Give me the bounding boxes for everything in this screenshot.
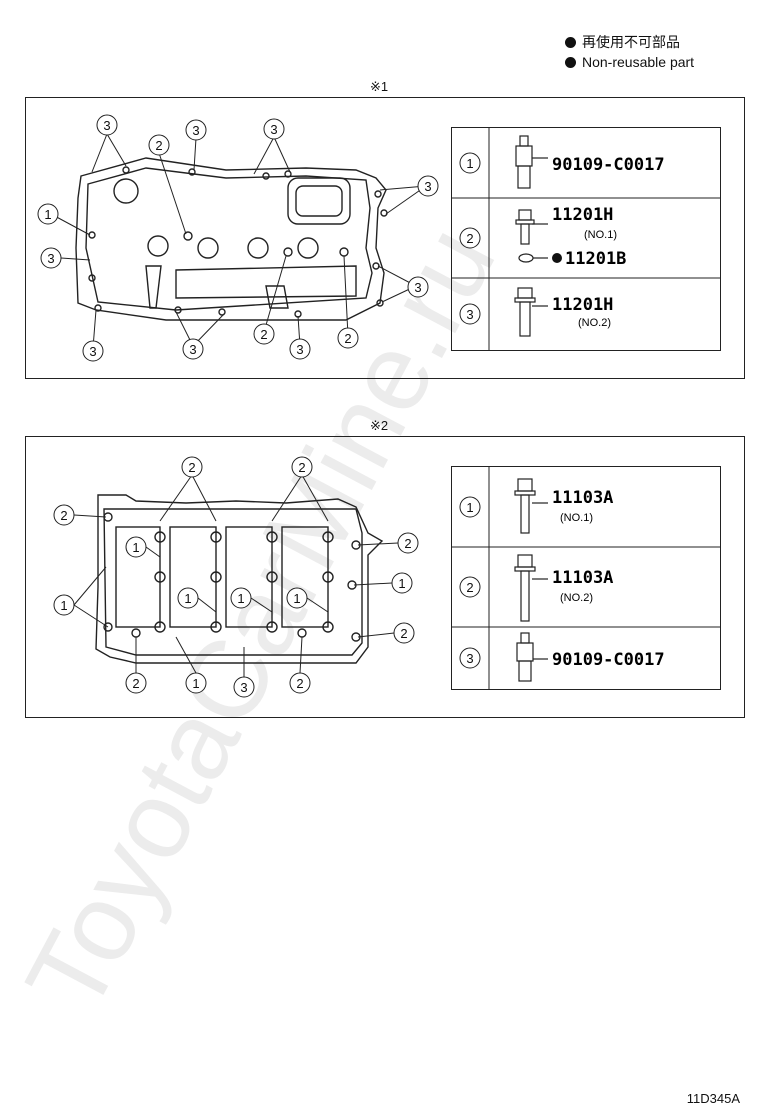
callout-1: 1: [230, 587, 252, 609]
row-2-part: 11201H: [552, 205, 613, 225]
row-2-no: 2: [466, 231, 473, 246]
svg-text:2: 2: [298, 460, 305, 475]
row-2-extra: 11201B: [565, 249, 626, 269]
row-2-sub: (NO.2): [560, 592, 593, 604]
callout-3: 3: [96, 114, 118, 136]
svg-text:3: 3: [270, 122, 277, 137]
callout-1: 1: [37, 203, 59, 225]
callout-3: 3: [233, 676, 255, 698]
svg-text:2: 2: [260, 327, 267, 342]
svg-text:3: 3: [189, 342, 196, 357]
legend-en: Non-reusable part: [582, 54, 695, 70]
svg-text:2: 2: [132, 676, 139, 691]
callout-2: 2: [148, 134, 170, 156]
svg-text:3: 3: [240, 680, 247, 695]
callout-2: 2: [289, 672, 311, 694]
svg-text:1: 1: [192, 676, 199, 691]
callout-2: 2: [53, 504, 75, 526]
row-3-sub: (NO.2): [578, 317, 611, 329]
callout-2: 2: [291, 456, 313, 478]
svg-text:3: 3: [424, 179, 431, 194]
row-2-no: 2: [466, 580, 473, 595]
svg-text:1: 1: [398, 576, 405, 591]
row-1-part: 11103A: [552, 488, 613, 508]
callout-1: 1: [53, 594, 75, 616]
svg-text:3: 3: [414, 280, 421, 295]
row-3-part: 90109-C0017: [552, 650, 665, 670]
callout-3: 3: [185, 119, 207, 141]
callout-3: 3: [417, 175, 439, 197]
callout-2: 2: [393, 622, 415, 644]
panel-cylinder-head-cover: 3 2 3 3 3 1 3 3 3 3 3 2 2 1 2: [25, 97, 745, 379]
parts-table-2: 1 2 3 11103A (NO.1) 11103: [451, 466, 721, 690]
svg-text:2: 2: [404, 536, 411, 551]
svg-text:1: 1: [237, 591, 244, 606]
callout-3: 3: [182, 338, 204, 360]
row-2-sub: (NO.1): [584, 229, 617, 241]
stud-bolt-icon: [516, 632, 548, 682]
head-bolt-long-icon: [514, 554, 548, 622]
row-3-no: 3: [466, 651, 473, 666]
non-reusable-dot-icon: [565, 36, 576, 48]
svg-text:3: 3: [296, 342, 303, 357]
non-reusable-dot-icon: [565, 56, 576, 68]
callout-1: 1: [125, 536, 147, 558]
svg-text:1: 1: [44, 207, 51, 222]
non-reusable-dot-icon: [552, 253, 562, 263]
svg-text:2: 2: [155, 138, 162, 153]
callout-2: 2: [181, 456, 203, 478]
svg-text:1: 1: [132, 540, 139, 555]
callout-1: 1: [177, 587, 199, 609]
cylinder-head-drawing: 2 2 2 1 1 1 1 1 2 1 2 2 1 3 2: [53, 456, 419, 698]
cylinder-head-cover-drawing: 3 2 3 3 3 1 3 3 3 3 3 2 2: [37, 114, 439, 362]
flange-bolt-icon: [515, 209, 548, 263]
callout-3: 3: [40, 247, 62, 269]
callout-2: 2: [397, 532, 419, 554]
row-3-no: 3: [466, 307, 473, 322]
row-1-no: 1: [466, 500, 473, 515]
row-1-part: 90109-C0017: [552, 155, 665, 175]
svg-text:3: 3: [103, 118, 110, 133]
svg-text:2: 2: [60, 508, 67, 523]
svg-text:2: 2: [400, 626, 407, 641]
parts-table-1: 1 2 3 90109-: [451, 127, 721, 351]
callout-3: 3: [263, 118, 285, 140]
flange-bolt-long-icon: [514, 287, 548, 337]
callout-2: 2: [125, 672, 147, 694]
callout-2: 2: [253, 323, 275, 345]
image-code: 11D345A: [686, 1091, 740, 1106]
svg-text:3: 3: [47, 251, 54, 266]
legend-jp: 再使用不可部品: [582, 34, 680, 50]
parts-table-2-grid: 1 2 3 11103A (NO.1) 11103: [452, 467, 720, 689]
row-3-part: 11201H: [552, 295, 613, 315]
svg-text:1: 1: [184, 591, 191, 606]
panel-cylinder-head: 2 2 2 1 1 1 1 1 2 1 2 2 1 3 2 1: [25, 436, 745, 718]
stud-bolt-icon: [515, 135, 548, 189]
svg-text:3: 3: [192, 123, 199, 138]
row-1-sub: (NO.1): [560, 512, 593, 524]
row-1-no: 1: [466, 156, 473, 171]
svg-text:3: 3: [89, 344, 96, 359]
row-2-part: 11103A: [552, 568, 613, 588]
callout-1: 1: [286, 587, 308, 609]
callout-1: 1: [391, 572, 413, 594]
svg-text:2: 2: [188, 460, 195, 475]
legend: 再使用不可部品 Non-reusable part: [565, 32, 694, 72]
parts-table-1-grid: 1 2 3 90109-: [452, 128, 720, 350]
svg-text:2: 2: [296, 676, 303, 691]
panel1-ref: ※1: [370, 79, 389, 94]
svg-text:2: 2: [344, 331, 351, 346]
callout-3: 3: [289, 338, 311, 360]
head-bolt-icon: [514, 478, 548, 534]
callout-3: 3: [82, 340, 104, 362]
panel2-ref: ※2: [370, 418, 389, 433]
callout-2: 2: [337, 327, 359, 349]
callout-1: 1: [185, 672, 207, 694]
svg-text:1: 1: [293, 591, 300, 606]
svg-text:1: 1: [60, 598, 67, 613]
callout-3: 3: [407, 276, 429, 298]
